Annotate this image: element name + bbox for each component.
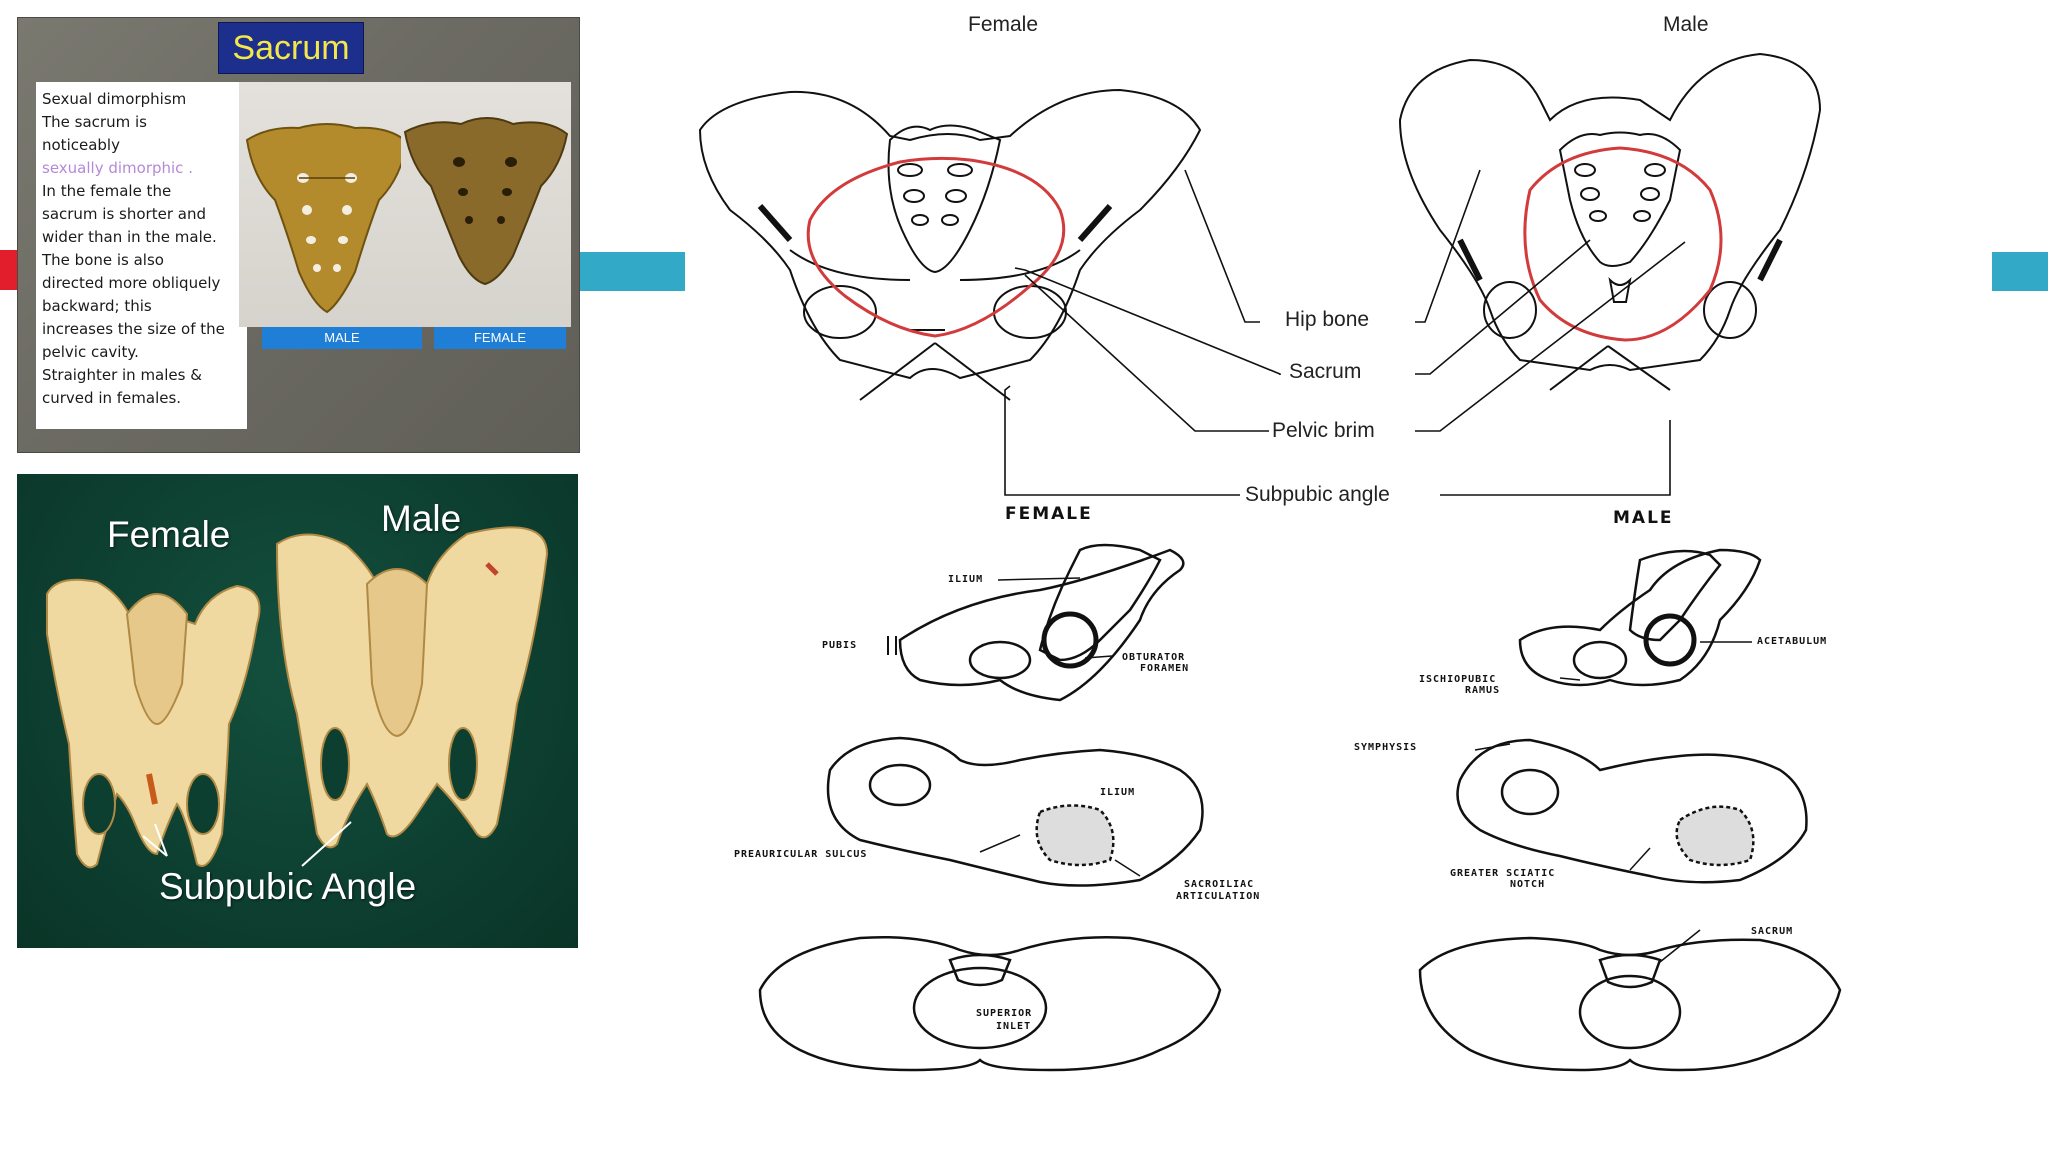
description-line: increases the size of the (42, 318, 241, 341)
description-line: curved in females. (42, 387, 241, 410)
label-greater-sciatic-notch-1: GREATER SCIATIC (1450, 868, 1555, 879)
label-superior-inlet-2: INLET (996, 1021, 1031, 1032)
description-line: sacrum is shorter and (42, 203, 241, 226)
diagram-female-caption: FEMALE (1005, 504, 1093, 524)
pelvis-line-diagram (680, 40, 2000, 540)
male-superior-pelvis-sketch (1420, 930, 1840, 1070)
label-pelvic-brim: Pelvic brim (1269, 419, 1378, 443)
hip-bone-sketches (720, 530, 1960, 1100)
male-label: MALE (262, 327, 422, 349)
male-sacrum-photo (239, 82, 415, 327)
label-subpubic-angle: Subpubic angle (1242, 483, 1393, 507)
label-superior-inlet-1: SUPERIOR (976, 1008, 1032, 1019)
label-ilium-lateral: ILIUM (948, 574, 983, 585)
label-acetabulum: ACETABULUM (1757, 636, 1827, 647)
diagram-male-caption: MALE (1613, 508, 1674, 528)
label-sacroiliac-articulation-1: SACROILIAC (1184, 879, 1254, 890)
label-ischiopubic-ramus-2: RAMUS (1465, 685, 1500, 696)
description-line: noticeably (42, 134, 241, 157)
description-line: backward; this (42, 295, 241, 318)
diagram-male-title: Male (1663, 13, 1709, 37)
sacrum-slide-panel: Sacrum Sexual dimorphism The sacrum is n… (17, 17, 580, 453)
description-line: wider than in the male. (42, 226, 241, 249)
label-sacrum: Sacrum (1286, 360, 1364, 384)
label-symphysis: SYMPHYSIS (1354, 742, 1417, 753)
male-lateral-hip-sketch (1520, 550, 1760, 685)
sacrum-slide-title: Sacrum (218, 22, 364, 74)
label-preauricular-sulcus: PREAURICULAR SULCUS (734, 849, 867, 860)
female-pelvis-image (47, 580, 260, 868)
accent-bar-teal-right (1992, 252, 2048, 291)
female-label: FEMALE (434, 327, 566, 349)
label-sacroiliac-articulation-2: ARTICULATION (1176, 891, 1260, 902)
label-obturator-foramen-2: FORAMEN (1140, 663, 1189, 674)
pelvis-photo-panel: Female Male Subpubic Angle (17, 474, 578, 948)
description-line: The bone is also (42, 249, 241, 272)
female-medial-hip-sketch (828, 738, 1203, 886)
description-highlight: sexually dimorphic . (42, 157, 241, 180)
label-sacrum-superior: SACRUM (1751, 926, 1793, 937)
female-sacrum-photo (401, 82, 571, 327)
accent-bar-teal (579, 252, 685, 291)
female-superior-pelvis-sketch (760, 937, 1220, 1070)
male-medial-hip-sketch (1458, 740, 1807, 882)
description-line: In the female the (42, 180, 241, 203)
diagram-female-title: Female (968, 13, 1038, 37)
male-pelvis-image (277, 527, 547, 847)
description-line: The sacrum is (42, 111, 241, 134)
photo-male-label: Male (381, 498, 461, 540)
label-ilium-medial: ILIUM (1100, 787, 1135, 798)
description-line: directed more obliquely (42, 272, 241, 295)
label-ischiopubic-ramus-1: ISCHIOPUBIC (1419, 674, 1496, 685)
label-obturator-foramen-1: OBTURATOR (1122, 652, 1185, 663)
photo-subpubic-angle-label: Subpubic Angle (159, 866, 416, 908)
label-pubis: PUBIS (822, 640, 857, 651)
accent-bar-red (0, 250, 18, 290)
description-line: Straighter in males & (42, 364, 241, 387)
description-line: Sexual dimorphism (42, 88, 241, 111)
photo-female-label: Female (107, 514, 230, 556)
female-lateral-hip-sketch (888, 545, 1183, 700)
sacrum-description: Sexual dimorphism The sacrum is noticeab… (36, 82, 247, 429)
description-line: pelvic cavity. (42, 341, 241, 364)
label-hip-bone: Hip bone (1282, 308, 1372, 332)
female-pelvis-drawing (700, 90, 1200, 400)
label-greater-sciatic-notch-2: NOTCH (1510, 879, 1545, 890)
